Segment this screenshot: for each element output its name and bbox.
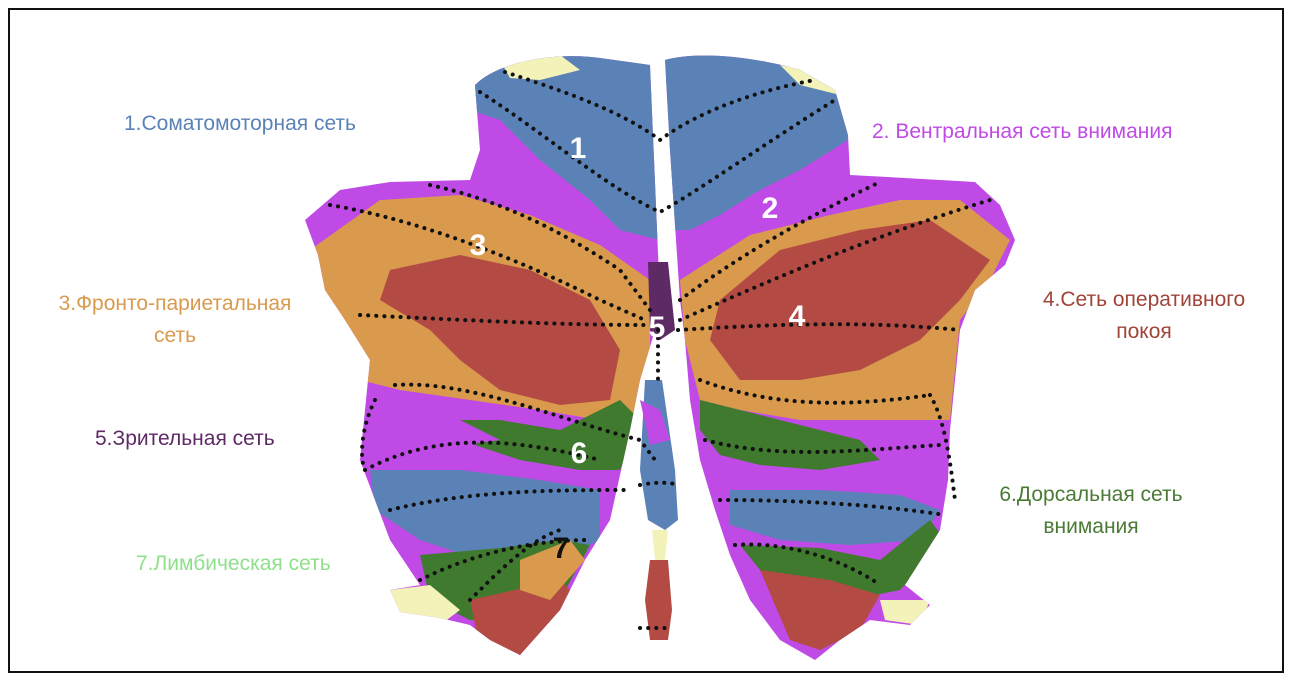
region-number-1: 1 <box>570 132 587 165</box>
label-frontoparietal: 3.Фронто-париетальная сеть <box>30 291 320 349</box>
label-dorsal-attention-line2: внимания <box>966 514 1216 540</box>
label-frontoparietal-line1: 3.Фронто-париетальная <box>30 291 320 317</box>
region-number-7: 7 <box>553 532 570 565</box>
label-frontoparietal-line2: сеть <box>30 323 320 349</box>
label-limbic: 7.Лимбическая сеть <box>136 551 331 577</box>
label-visual: 5.Зрительная сеть <box>95 426 275 452</box>
region-number-5: 5 <box>649 311 666 344</box>
label-default-mode-line1: 4.Сеть оперативного <box>1010 287 1278 313</box>
region-number-3: 3 <box>470 229 487 262</box>
label-somatomotor: 1.Соматомоторная сеть <box>124 111 356 137</box>
label-dorsal-attention: 6.Дорсальная сеть внимания <box>966 482 1216 540</box>
region-number-6: 6 <box>571 437 588 470</box>
region-number-2: 2 <box>762 192 779 225</box>
label-ventral-attention: 2. Вентральная сеть внимания <box>872 119 1172 145</box>
label-default-mode-line2: покоя <box>1010 319 1278 345</box>
region-number-4: 4 <box>789 300 806 333</box>
label-dorsal-attention-line1: 6.Дорсальная сеть <box>966 482 1216 508</box>
label-default-mode: 4.Сеть оперативного покоя <box>1010 287 1278 345</box>
